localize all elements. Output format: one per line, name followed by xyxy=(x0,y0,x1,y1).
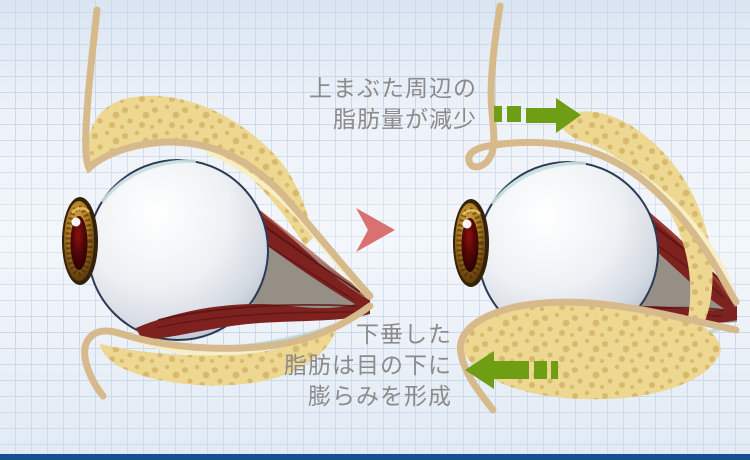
footer-bar xyxy=(0,454,750,460)
annotation-line: 上まぶた周辺の xyxy=(309,75,477,101)
eye-diagram-before xyxy=(62,6,374,400)
annotation-line: 膨らみを形成 xyxy=(308,383,452,409)
iris xyxy=(453,199,489,287)
lower-skin-line-hooked xyxy=(456,298,740,414)
fat-decrease-arrow-icon xyxy=(494,98,581,133)
lower-skin-line xyxy=(81,302,374,400)
upper-skin-line xyxy=(82,6,374,300)
annotation-line: 脂肪は目の下に xyxy=(284,352,452,378)
lower-fat-annotation: 下垂した 脂肪は目の下に 膨らみを形成 xyxy=(284,319,452,412)
iris xyxy=(62,197,98,285)
upper-skin-line-drooped xyxy=(465,2,740,306)
upper-fat-speckles xyxy=(557,111,713,326)
upper-fat-speckles xyxy=(87,95,314,247)
eye-diagram-after xyxy=(453,2,740,414)
conjunctiva-line xyxy=(490,161,587,206)
annotation-line: 脂肪量が減少 xyxy=(333,106,477,132)
muscle-streak xyxy=(157,304,357,321)
lower-fat-speckles xyxy=(100,323,338,386)
upper-fat-annotation: 上まぶた周辺の 脂肪量が減少 xyxy=(309,73,477,135)
fat-droop-arrow-icon xyxy=(465,351,558,389)
annotation-line: 下垂した xyxy=(356,321,452,347)
muscle-streak xyxy=(155,311,355,329)
transition-chevron-icon xyxy=(356,208,395,252)
conjunctiva-line xyxy=(100,159,197,204)
lower-muscle-shape xyxy=(136,300,370,340)
